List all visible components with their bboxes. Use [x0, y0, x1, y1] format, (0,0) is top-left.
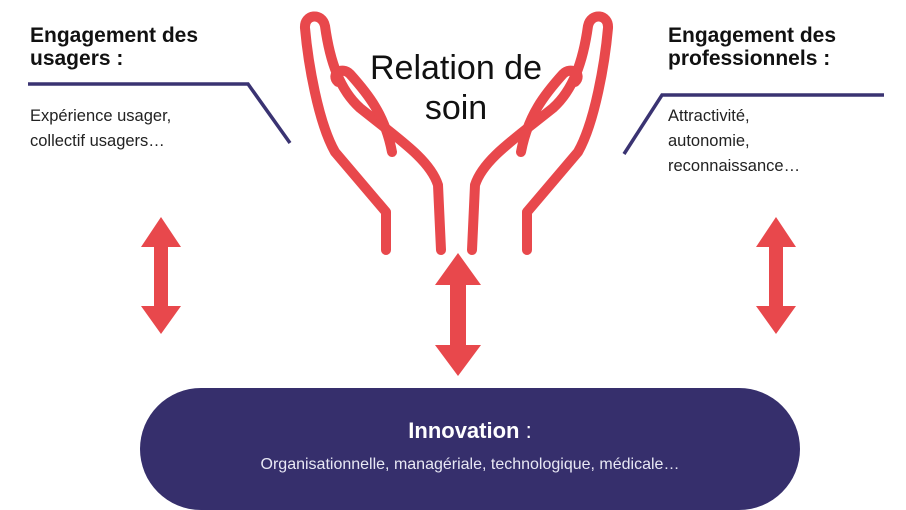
double-arrow-icon-center [435, 253, 481, 376]
right-connector-line [622, 93, 884, 155]
double-arrow-icon-right [756, 217, 796, 334]
right-heading-line1: Engagement des [668, 24, 837, 47]
hands-icon [300, 11, 613, 255]
right-description: Attractivité, autonomie, reconnaissance… [668, 104, 800, 179]
innovation-subtitle: Organisationnelle, managériale, technolo… [260, 456, 680, 473]
right-heading: Engagement des professionnels : [668, 24, 836, 70]
left-description: Expérience usager, collectif usagers… [30, 104, 171, 154]
innovation-title: Innovation : [140, 418, 800, 444]
left-heading: Engagement des usagers : [30, 24, 198, 70]
left-desc-line2: collectif usagers… [30, 132, 165, 150]
innovation-colon: : [519, 418, 532, 443]
left-desc-line1: Expérience usager, [30, 107, 172, 125]
center-title-line2: soin [424, 89, 488, 127]
innovation-title-bold: Innovation [408, 418, 520, 443]
left-heading-line2: usagers : [30, 47, 124, 70]
center-title: Relation de soin [340, 48, 572, 128]
right-desc-line3: reconnaissance… [668, 157, 801, 175]
left-heading-line1: Engagement des [30, 24, 199, 47]
innovation-pill: Innovation : Organisationnelle, managéri… [140, 388, 800, 510]
right-desc-line2: autonomie, [668, 132, 750, 150]
right-heading-line2: professionnels : [668, 47, 831, 70]
right-desc-line1: Attractivité, [668, 107, 750, 125]
left-connector-line [28, 82, 292, 145]
center-title-line1: Relation de [369, 49, 542, 87]
double-arrow-icon-left [141, 217, 181, 334]
